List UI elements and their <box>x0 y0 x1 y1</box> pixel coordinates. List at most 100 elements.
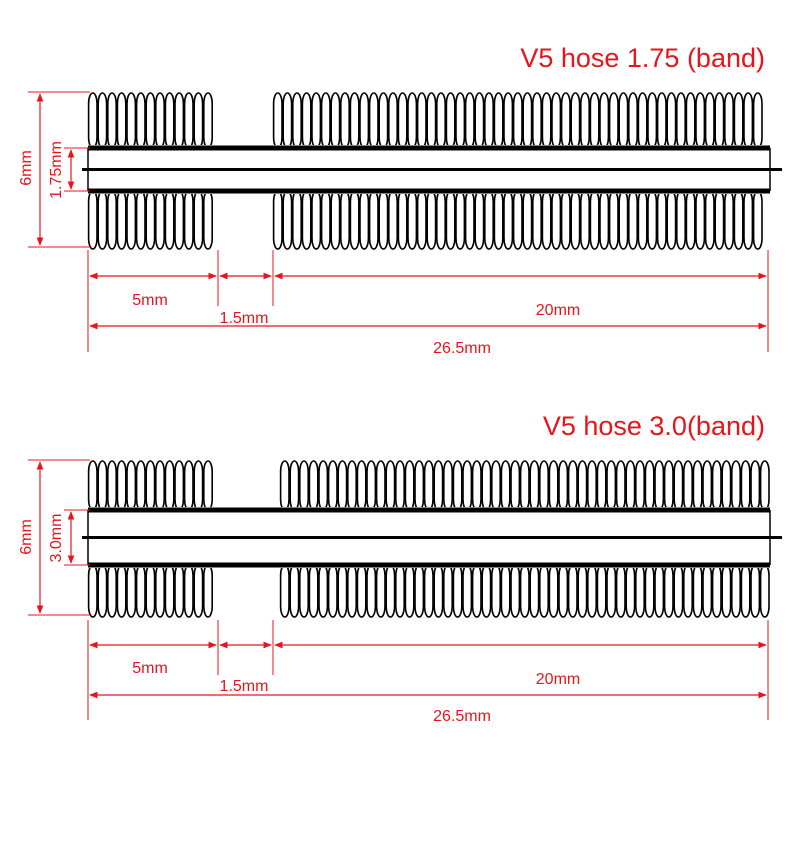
outer-height-dimension: 6mm <box>18 459 90 616</box>
coil-loop <box>174 190 185 250</box>
coil-loop <box>666 92 677 149</box>
diagram-title: V5 hose 3.0(band) <box>543 411 765 441</box>
coil-loop <box>327 564 338 618</box>
coil-loop <box>704 190 715 250</box>
coil-loop <box>721 460 732 511</box>
left-section-label: 5mm <box>132 660 168 677</box>
coil-loop <box>723 190 734 250</box>
coil-loop <box>397 92 408 149</box>
outer-height-label: 6mm <box>18 150 35 186</box>
outer-height-label: 6mm <box>18 519 35 555</box>
gap-label: 1.5mm <box>220 678 269 695</box>
coil-loop <box>538 460 549 511</box>
coil-loop <box>433 564 444 618</box>
coil-loop <box>714 92 725 149</box>
coil-loop <box>203 190 214 250</box>
coil-loop <box>164 460 175 511</box>
coil-loop <box>107 564 118 618</box>
coil-loop <box>647 190 658 250</box>
coil-loop <box>126 92 137 149</box>
coil-loop <box>455 190 466 250</box>
coil-loop <box>193 92 204 149</box>
coil-loop <box>375 460 386 511</box>
coil-loop <box>87 190 98 250</box>
coil-loop <box>500 460 511 511</box>
coil-loop <box>644 564 655 618</box>
coil-loop <box>387 190 398 250</box>
length-dimensions: 5mm 1.5mm 20mm 26.5mm <box>87 620 769 725</box>
coil-loop <box>656 92 667 149</box>
coil-loop <box>750 460 761 511</box>
coil-loop <box>407 92 418 149</box>
coil-loop <box>452 460 463 511</box>
coil-loop <box>394 564 405 618</box>
coil-loop <box>349 92 360 149</box>
coil-loop <box>673 460 684 511</box>
coil-loop <box>378 92 389 149</box>
coil-loop <box>510 564 521 618</box>
coil-loop <box>560 190 571 250</box>
coil-loop <box>464 92 475 149</box>
coil-loop <box>320 92 331 149</box>
coil-loop <box>560 92 571 149</box>
coil-loop <box>529 460 540 511</box>
coil-loop <box>673 564 684 618</box>
coil-loop <box>702 564 713 618</box>
coil-loop <box>711 564 722 618</box>
coil-loop <box>586 564 597 618</box>
coil-loop <box>522 92 533 149</box>
coil-loop <box>682 460 693 511</box>
coil-loop <box>145 92 156 149</box>
coil-loop <box>548 564 559 618</box>
coil-loop <box>356 460 367 511</box>
coil-loop <box>301 92 312 149</box>
coil-loop <box>599 190 610 250</box>
coil-loop <box>183 564 194 618</box>
coil-loop <box>145 564 156 618</box>
coil-loop <box>435 190 446 250</box>
coil-loop <box>346 460 357 511</box>
coil-loop <box>356 564 367 618</box>
coil-loop <box>378 190 389 250</box>
coil-loop <box>442 564 453 618</box>
coil-loop <box>193 564 204 618</box>
coil-loop <box>551 92 562 149</box>
coil-loop <box>330 92 341 149</box>
hose-drawing <box>82 460 782 618</box>
coil-loop <box>126 460 137 511</box>
coil-loop <box>589 92 600 149</box>
coil-loop <box>579 190 590 250</box>
coil-loop <box>385 460 396 511</box>
coil-loop <box>675 92 686 149</box>
coil-loop <box>135 190 146 250</box>
coil-loop <box>750 564 761 618</box>
coil-loop <box>522 190 533 250</box>
coil-loop <box>721 564 732 618</box>
inner-diameter-dimension: 3.0mm <box>48 509 90 566</box>
coil-loop <box>759 564 770 618</box>
coil-loop <box>318 564 329 618</box>
coil-loop <box>339 92 350 149</box>
coil-loop <box>404 460 415 511</box>
coil-loop <box>368 190 379 250</box>
coil-loop <box>618 92 629 149</box>
coil-loop <box>327 460 338 511</box>
coil-loop <box>366 564 377 618</box>
coil-loop <box>87 92 98 149</box>
gap-label: 1.5mm <box>220 310 269 327</box>
coil-loop <box>548 460 559 511</box>
coil-loop <box>538 564 549 618</box>
coil-loop <box>116 190 127 250</box>
coil-loop <box>193 460 204 511</box>
coil-loop <box>743 190 754 250</box>
coil-loop <box>759 460 770 511</box>
coil-loop <box>346 564 357 618</box>
coil-loop <box>385 564 396 618</box>
coil-loop <box>116 460 127 511</box>
coil-loop <box>289 564 300 618</box>
coil-loop <box>282 190 293 250</box>
coil-loop <box>510 460 521 511</box>
coil-loop <box>301 190 312 250</box>
coil-loop <box>541 92 552 149</box>
coil-loop <box>298 564 309 618</box>
